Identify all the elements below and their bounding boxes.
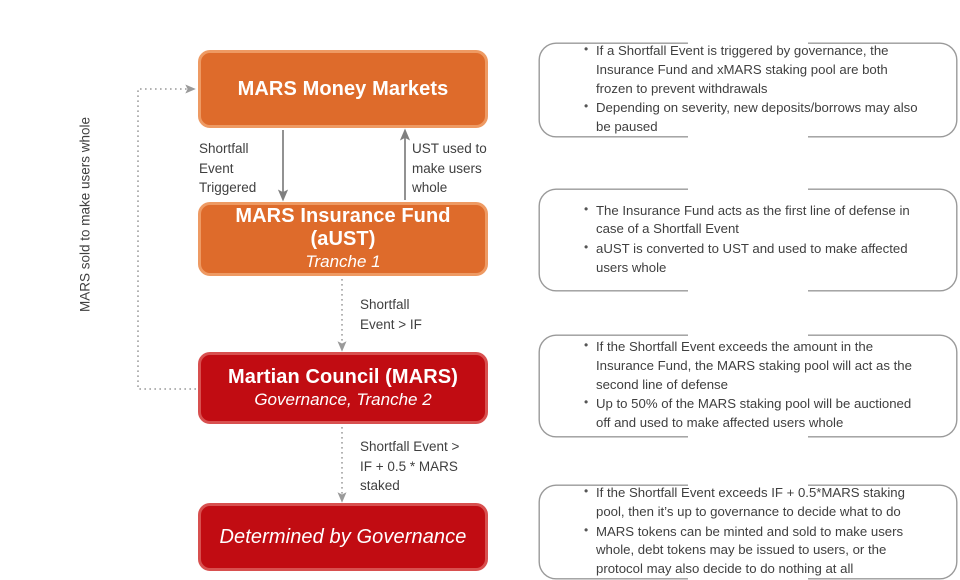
node-subtitle: Governance, Tranche 2 [254, 389, 432, 409]
node-martian-council[interactable]: Martian Council (MARS) Governance, Tranc… [198, 352, 488, 424]
node-title: Determined by Governance [219, 525, 467, 548]
connector-label-mars-sold-to-make-users-whole: MARS sold to make users whole [77, 116, 93, 313]
arrow-mars-sold-feedback [137, 84, 196, 390]
bracket-frame-icon [538, 188, 958, 292]
annotation-bullet: aUST is converted to UST and used to mak… [584, 239, 924, 277]
annotation-panel-insurance-fund: The Insurance Fund acts as the first lin… [538, 188, 958, 292]
annotation-bullet-list: The Insurance Fund acts as the first lin… [538, 188, 958, 292]
annotation-bullet-list: If a Shortfall Event is triggered by gov… [538, 41, 958, 138]
node-title: MARS Insurance Fund (aUST) [235, 205, 451, 251]
node-title: Martian Council (MARS) [228, 365, 458, 388]
annotation-bullet: If the Shortfall Event exceeds IF + 0.5*… [584, 483, 924, 521]
node-determined-by-governance[interactable]: Determined by Governance [198, 503, 488, 571]
annotation-panel-governance: If the Shortfall Event exceeds IF + 0.5*… [538, 483, 958, 580]
node-title: MARS Money Markets [237, 77, 449, 100]
annotation-bullet-list: If the Shortfall Event exceeds IF + 0.5*… [538, 483, 958, 580]
annotation-bullet-list: If the Shortfall Event exceeds the amoun… [538, 334, 958, 438]
annotation-bullet: If the Shortfall Event exceeds the amoun… [584, 337, 924, 394]
connector-label-shortfall-event-greater-than-if-plus-mars: Shortfall Event > IF + 0.5 * MARS staked [360, 439, 460, 494]
bracket-frame-icon [538, 42, 958, 138]
annotation-panel-martian-council: If the Shortfall Event exceeds the amoun… [538, 334, 958, 438]
bracket-frame-icon [538, 334, 958, 438]
connector-label-shortfall-event-greater-than-if: Shortfall Event > IF [360, 297, 422, 332]
node-mars-insurance-fund[interactable]: MARS Insurance Fund (aUST) Tranche 1 [198, 202, 488, 276]
node-mars-money-markets[interactable]: MARS Money Markets [198, 50, 488, 128]
annotation-bullet: If a Shortfall Event is triggered by gov… [584, 41, 924, 98]
connector-label-shortfall-event-triggered: Shortfall Event Triggered [199, 141, 257, 196]
annotation-panel-money-markets: If a Shortfall Event is triggered by gov… [538, 41, 958, 138]
annotation-bullet: Up to 50% of the MARS staking pool will … [584, 394, 924, 432]
connector-label-ust-used-to-make-users-whole: UST used to make users whole [412, 141, 487, 196]
annotation-bullet: MARS tokens can be minted and sold to ma… [584, 522, 924, 579]
annotation-bullet: Depending on severity, new deposits/borr… [584, 98, 924, 136]
node-subtitle: Tranche 1 [305, 252, 381, 272]
annotation-bullet: The Insurance Fund acts as the first lin… [584, 201, 924, 239]
